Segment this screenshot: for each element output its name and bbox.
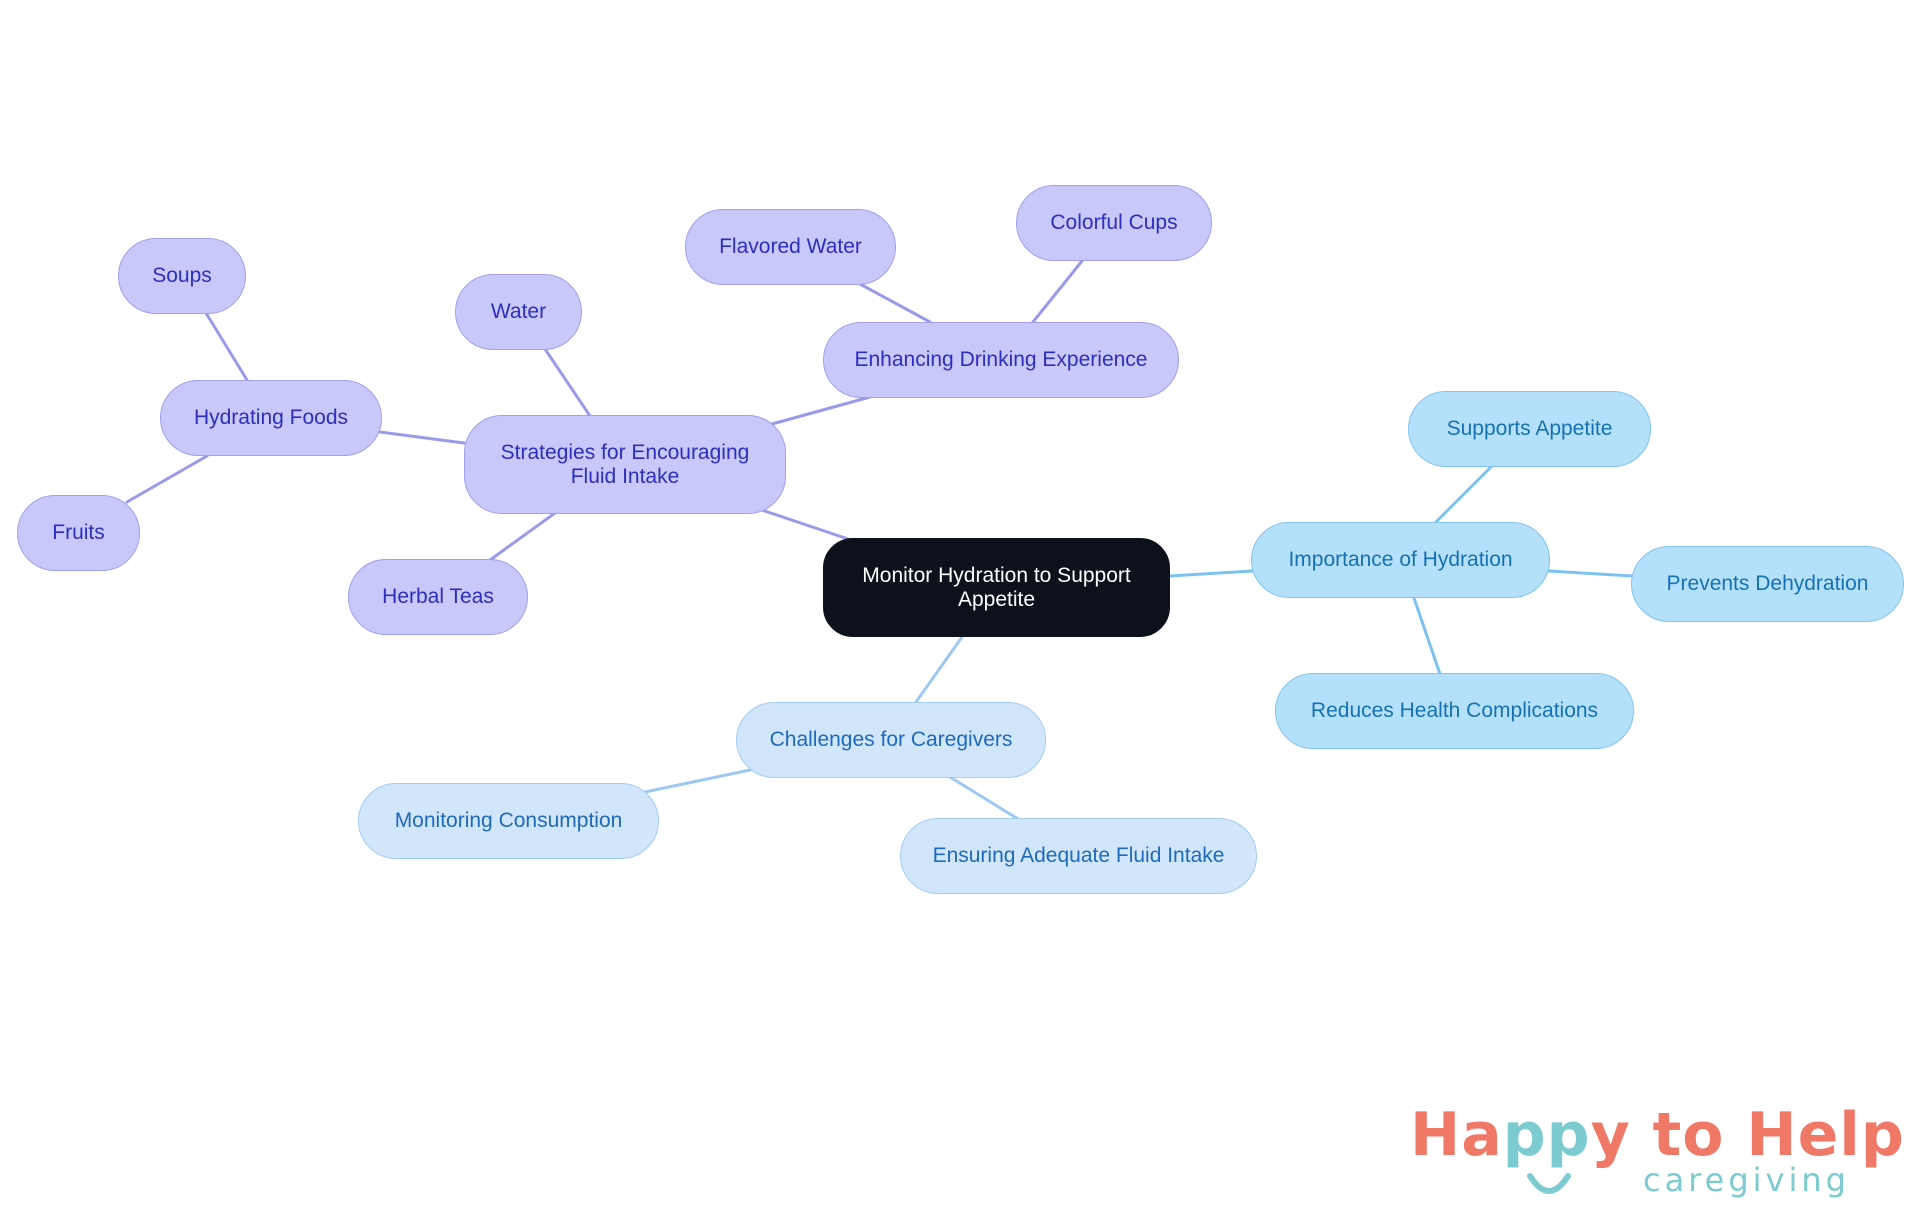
node-ensuring-adequate-fluid-intake[interactable]: Ensuring Adequate Fluid Intake (900, 818, 1257, 894)
edge-drinking-flavored (858, 282, 932, 324)
node-strategies[interactable]: Strategies for Encouraging Fluid Intake (464, 415, 786, 514)
edge-strategies-herbal (488, 511, 557, 562)
edge-root-importance (1168, 569, 1254, 578)
node-supports-appetite[interactable]: Supports Appetite (1408, 391, 1651, 467)
node-hydrating-foods[interactable]: Hydrating Foods (160, 380, 382, 456)
node-flavored-water[interactable]: Flavored Water (685, 209, 896, 285)
edge-root-challenges (914, 635, 964, 704)
smile-icon (1527, 1173, 1571, 1194)
logo-wordmark: Happy to Help (1410, 1100, 1905, 1170)
edge-importance-supports (1434, 464, 1494, 524)
node-water[interactable]: Water (455, 274, 582, 350)
node-reduces-health-complications[interactable]: Reduces Health Complications (1275, 673, 1634, 749)
edge-root-strategies (760, 508, 862, 545)
edge-hydrating-fruits (125, 454, 209, 504)
edge-hydrating-soups (204, 311, 249, 382)
node-monitoring-consumption[interactable]: Monitoring Consumption (358, 783, 659, 859)
node-prevents-dehydration[interactable]: Prevents Dehydration (1631, 546, 1904, 622)
node-soups[interactable]: Soups (118, 238, 246, 314)
edge-strategies-drinking (770, 395, 872, 426)
edge-importance-reduces (1412, 596, 1442, 676)
node-challenges-for-caregivers[interactable]: Challenges for Caregivers (736, 702, 1046, 778)
edge-strategies-water (543, 347, 592, 418)
edge-strategies-hydrating (378, 430, 466, 445)
happy-to-help-logo: Happy to Help caregiving (1410, 1100, 1904, 1210)
node-importance-of-hydration[interactable]: Importance of Hydration (1251, 522, 1550, 598)
node-fruits[interactable]: Fruits (17, 495, 140, 571)
edge-challenges-ensuring (948, 775, 1020, 821)
edge-challenges-monitoring (643, 768, 752, 794)
logo-tagline: caregiving (1643, 1161, 1850, 1199)
edge-drinking-colorful (1031, 259, 1084, 324)
node-herbal-teas[interactable]: Herbal Teas (348, 559, 528, 635)
node-enhancing-drinking-experience[interactable]: Enhancing Drinking Experience (823, 322, 1179, 398)
edge-importance-prevents (1547, 569, 1634, 578)
node-colorful-cups[interactable]: Colorful Cups (1016, 185, 1212, 261)
root-node[interactable]: Monitor Hydration to Support Appetite (823, 538, 1170, 637)
